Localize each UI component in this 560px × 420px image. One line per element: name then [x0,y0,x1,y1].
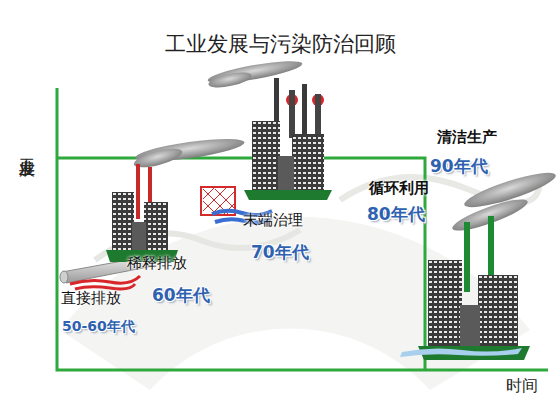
smoke-cloud [207,57,304,91]
smoke-cloud [132,134,246,171]
factory-icon [418,216,530,360]
period-label: 70年代 [251,242,309,262]
stage-label: 循环利用 [369,179,429,197]
period-label: 80年代 [367,204,425,224]
stage-label: 稀释排放 [127,254,187,272]
period-label: 50-60年代 [62,318,135,335]
axis-label: 工业发展 [18,146,37,150]
diagram-title: 工业发展与污染防治回顾 [0,32,560,57]
stage-label: 末端治理 [243,211,303,229]
period-label: 90年代 [430,156,488,176]
factory-icon [244,78,332,200]
factory-icon [106,164,178,262]
stage-label: 直接排放 [61,289,121,307]
period-label: 60年代 [152,285,210,305]
clean-water [400,348,522,357]
axis-label: 时间 [506,376,538,395]
stage-label: 清洁生产 [437,128,497,146]
